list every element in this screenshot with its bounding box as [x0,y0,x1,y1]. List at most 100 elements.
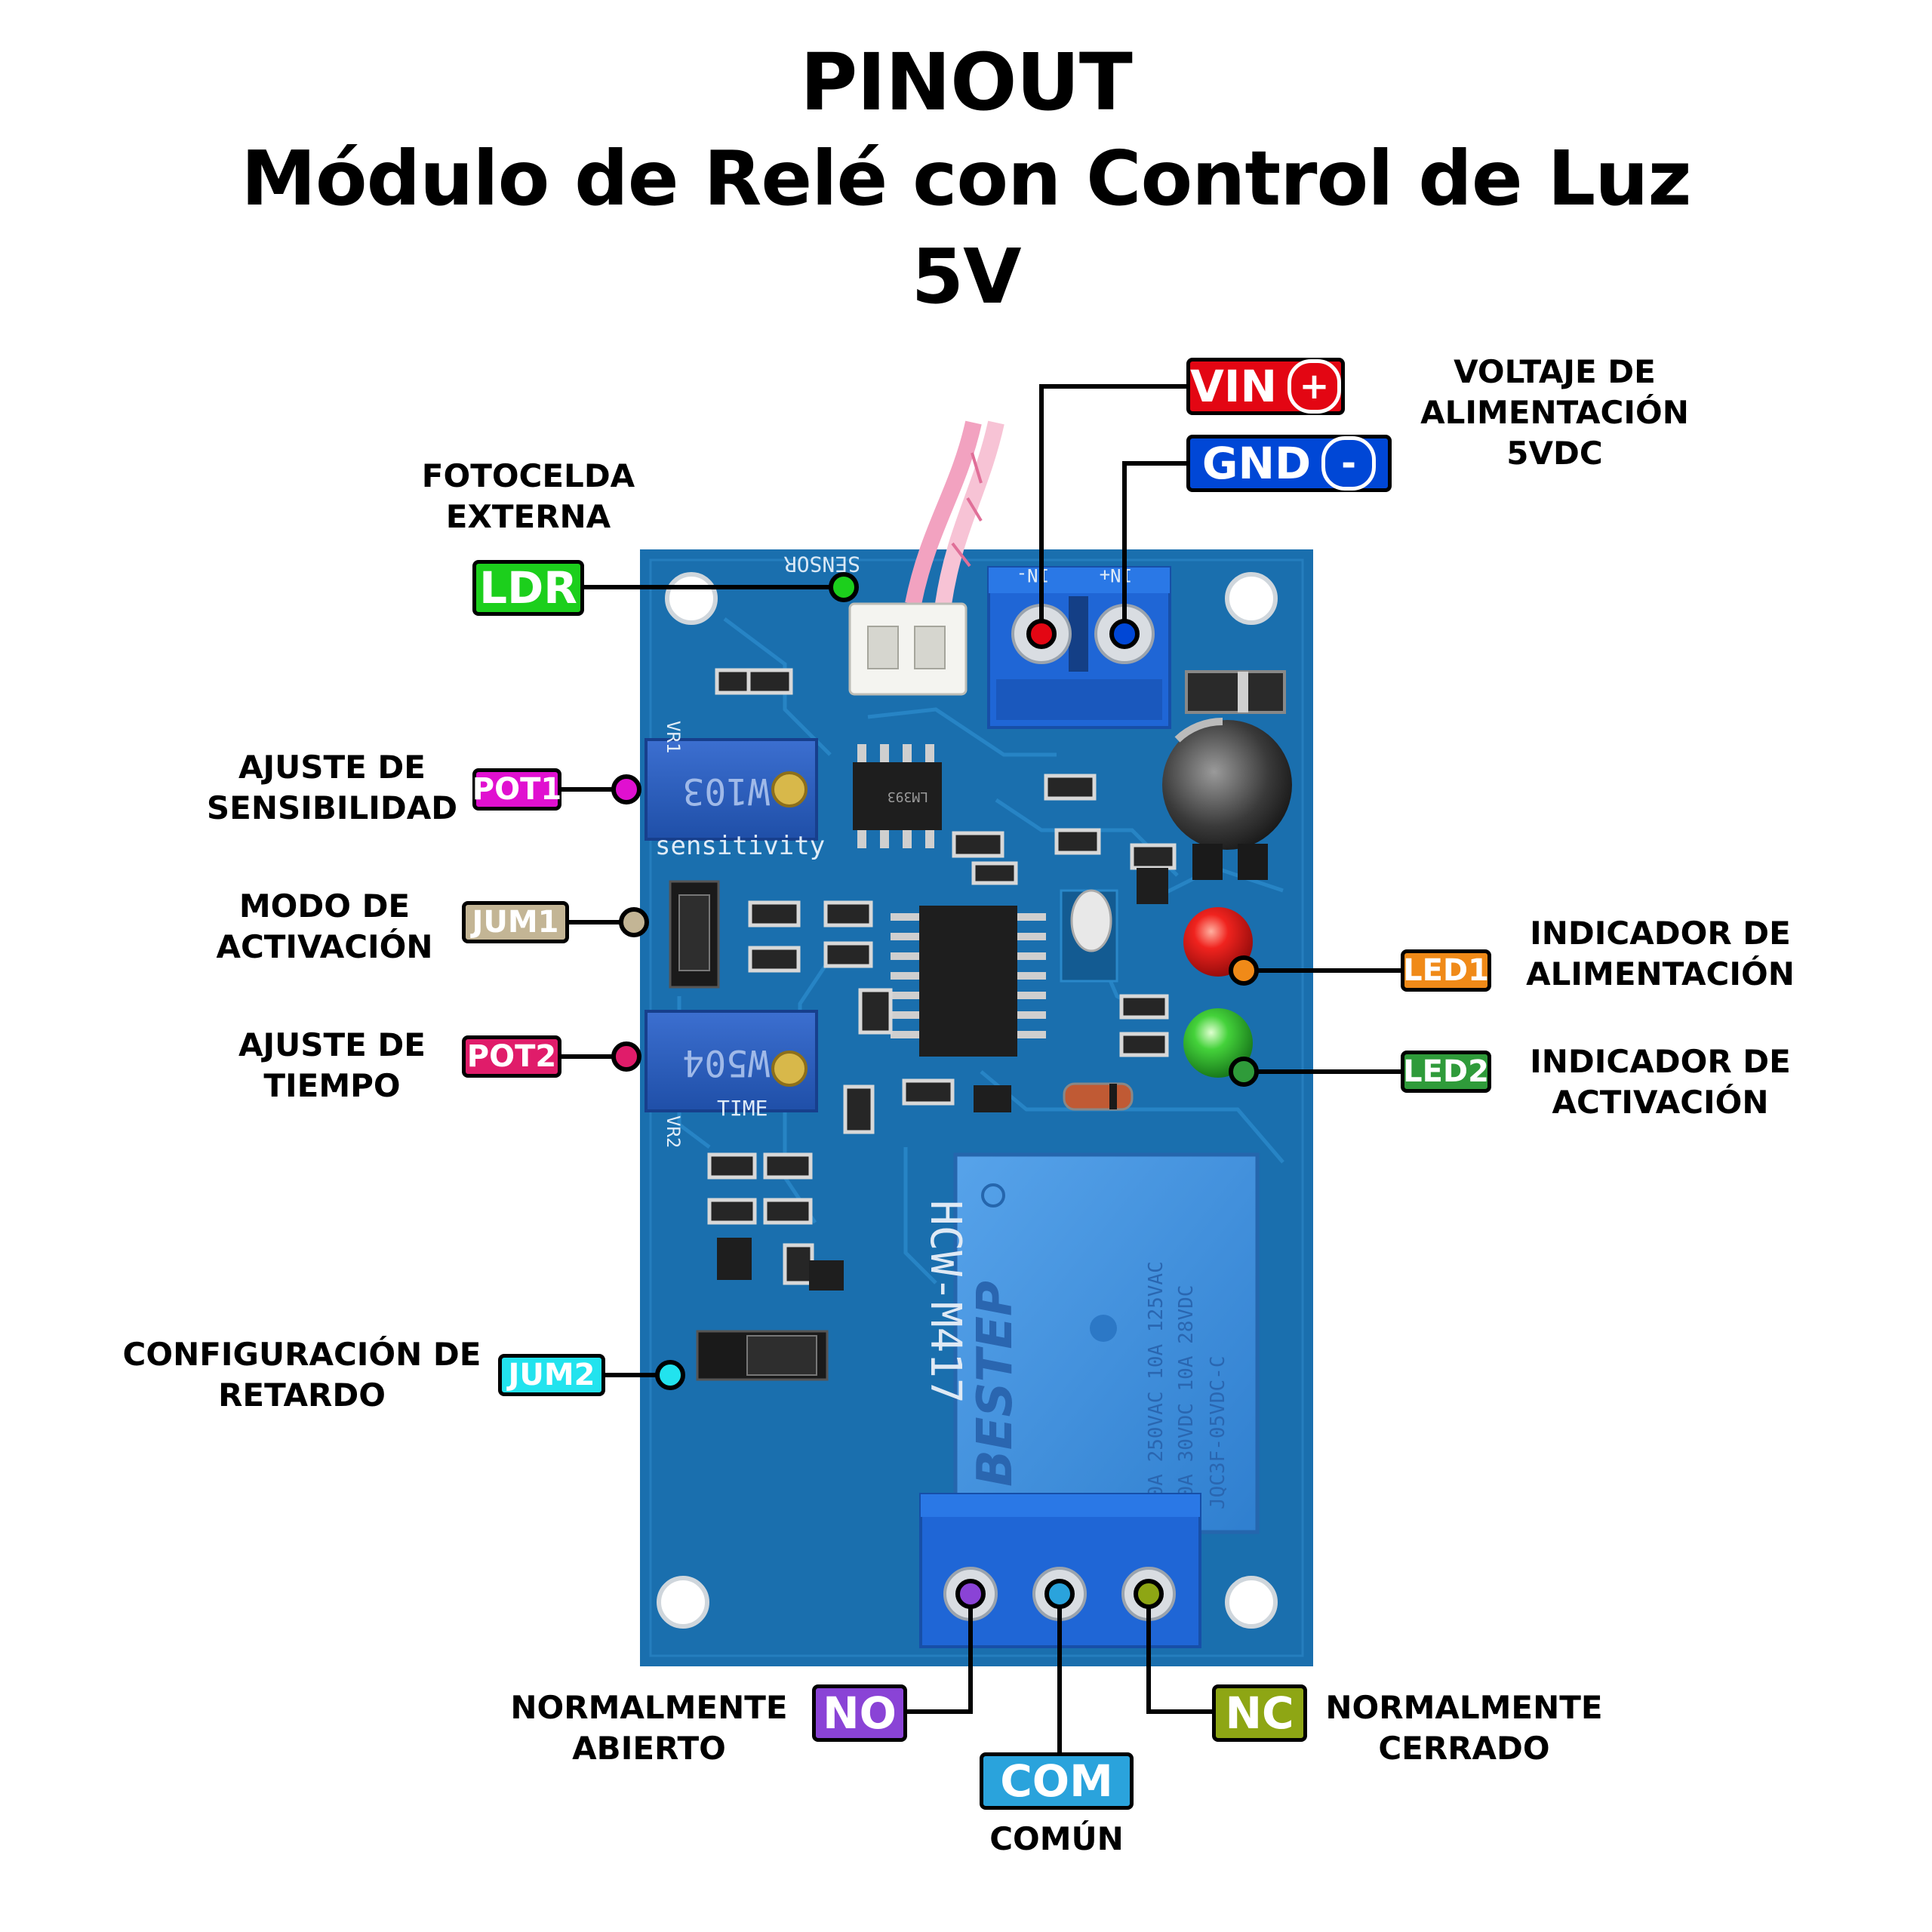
desc-pot2-line2: TIEMPO [263,1067,401,1104]
desc-jum1-line1: MODO DE [238,888,411,924]
desc-pot2-line1: AJUSTE DE [238,1026,426,1063]
sensitivity-silkscreen: sensitivity [655,831,825,861]
desc-nc-line1: NORMALMENTE [1325,1689,1603,1726]
output-terminal-block [919,1493,1201,1648]
marker-pot1 [611,774,641,804]
chip-soic14 [891,906,1046,1057]
badge-ldr: LDR [472,560,584,616]
marker-no [955,1579,986,1609]
badge-pot1: POT1 [472,768,561,811]
signal-diode [1063,1082,1134,1111]
title-module: Módulo de Relé con Control de Luz [241,134,1691,223]
badge-nc-text: NC [1225,1687,1294,1739]
minus-icon: - [1321,436,1377,491]
desc-led2: INDICADOR DE ACTIVACIÓN [1509,1041,1811,1123]
badge-no-text: NO [823,1687,897,1739]
desc-led2-line2: ACTIVACIÓN [1552,1084,1769,1121]
desc-power: VOLTAJE DE ALIMENTACIÓN 5VDC [1404,352,1706,474]
desc-pot1-line1: AJUSTE DE [238,749,426,786]
vr2-silkscreen: VR2 [663,1115,684,1148]
chip-code: LM393 [888,789,928,804]
desc-com: COMÚN [906,1819,1208,1860]
badge-pot2: POT2 [462,1035,561,1078]
vr1-silkscreen: VR1 [663,721,684,753]
desc-jum2: CONFIGURACIÓN DE RETARDO [121,1334,483,1416]
capacitor [1162,717,1292,880]
jumper-2 [696,1330,829,1381]
leader-gnd [1122,461,1186,634]
badge-led1: LED1 [1401,949,1491,992]
badge-com-text: COM [1000,1755,1113,1807]
leader-nc [1146,1594,1212,1714]
model-silkscreen: HCW-M417 [921,1200,970,1404]
desc-power-line3: 5VDC [1506,435,1603,472]
marker-vin [1026,619,1057,649]
desc-power-line2: ALIMENTACIÓN [1420,394,1689,431]
marker-gnd [1109,619,1140,649]
transistors [717,868,1168,1291]
relay-spec-2: 10A 30VDC 10A 28VDC [1175,1285,1198,1509]
badge-jum2: JUM2 [498,1354,605,1396]
desc-jum2-line2: RETARDO [218,1377,386,1414]
marker-com [1044,1579,1075,1609]
ldr-connector: SENSOR [784,420,1004,696]
desc-ldr-line1: FOTOCELDA [421,457,635,494]
desc-led1-line2: ALIMENTACIÓN [1526,955,1795,992]
leader-no [907,1594,973,1714]
desc-led2-line1: INDICADOR DE [1530,1043,1791,1080]
marker-ldr [829,572,859,602]
chip-lm393: LM393 [853,744,942,848]
jumper-1 [669,880,720,989]
badge-com: COM [980,1752,1134,1810]
time-silkscreen: TIME [717,1096,768,1121]
potentiometer-1: W103 [645,738,818,841]
leader-vin [1039,384,1186,634]
desc-pot2: AJUSTE DE TIEMPO [196,1025,468,1106]
desc-jum1-line2: ACTIVACIÓN [216,928,433,965]
marker-nc [1134,1579,1164,1609]
marker-pot2 [611,1041,641,1072]
relay-spec-3: JQC3F-05VDC-C [1207,1356,1229,1510]
relay-brand: BESTEP [968,1281,1023,1487]
pot1-code: W103 [682,770,770,812]
marker-jum1 [619,907,649,937]
marker-led2 [1229,1057,1259,1087]
title-voltage: 5V [911,232,1022,321]
desc-no-line1: NORMALMENTE [510,1689,788,1726]
desc-jum2-line1: CONFIGURACIÓN DE [122,1336,481,1373]
desc-nc-line2: CERRADO [1378,1730,1550,1767]
badge-gnd-text: GND [1201,438,1312,489]
badge-pot1-text: POT1 [472,772,562,807]
desc-jum1: MODO DE ACTIVACIÓN [189,886,460,968]
badge-ldr-text: LDR [479,562,577,614]
badge-vin-text: VIN [1190,361,1278,412]
diode [1185,670,1286,714]
marker-jum2 [655,1360,685,1390]
in-minus-silkscreen: IN- [1017,565,1049,586]
badge-jum2-text: JUM2 [508,1358,595,1392]
badge-pot2-text: POT2 [466,1039,557,1074]
desc-no-line2: ABIERTO [572,1730,726,1767]
relay: BESTEP 10A 250VAC 10A 125VAC 10A 30VDC 1… [953,1152,1260,1534]
onboard-element [1070,889,1112,952]
diode-band [1238,672,1248,712]
desc-ldr: FOTOCELDA EXTERNA [385,456,672,537]
smd-components [707,668,1177,1285]
desc-power-line1: VOLTAJE DE [1454,353,1656,390]
badge-led1-text: LED1 [1403,953,1489,988]
desc-pot1: AJUSTE DE SENSIBILIDAD [196,747,468,829]
badge-gnd: GND - [1186,435,1392,492]
badge-jum1: JUM1 [462,901,569,943]
plus-icon: + [1287,359,1341,414]
pin-markers [611,572,1259,1609]
title-pinout: PINOUT [800,36,1133,128]
badge-vin: VIN + [1186,358,1345,415]
badge-led2-text: LED2 [1403,1054,1489,1089]
relay-spec-1: 10A 250VAC 10A 125VAC [1145,1261,1168,1509]
desc-led1-line1: INDICADOR DE [1530,915,1791,952]
desc-nc: NORMALMENTE CERRADO [1313,1687,1615,1769]
marker-led1 [1229,955,1259,986]
desc-led1: INDICADOR DE ALIMENTACIÓN [1509,913,1811,995]
badge-jum1-text: JUM1 [472,905,559,940]
